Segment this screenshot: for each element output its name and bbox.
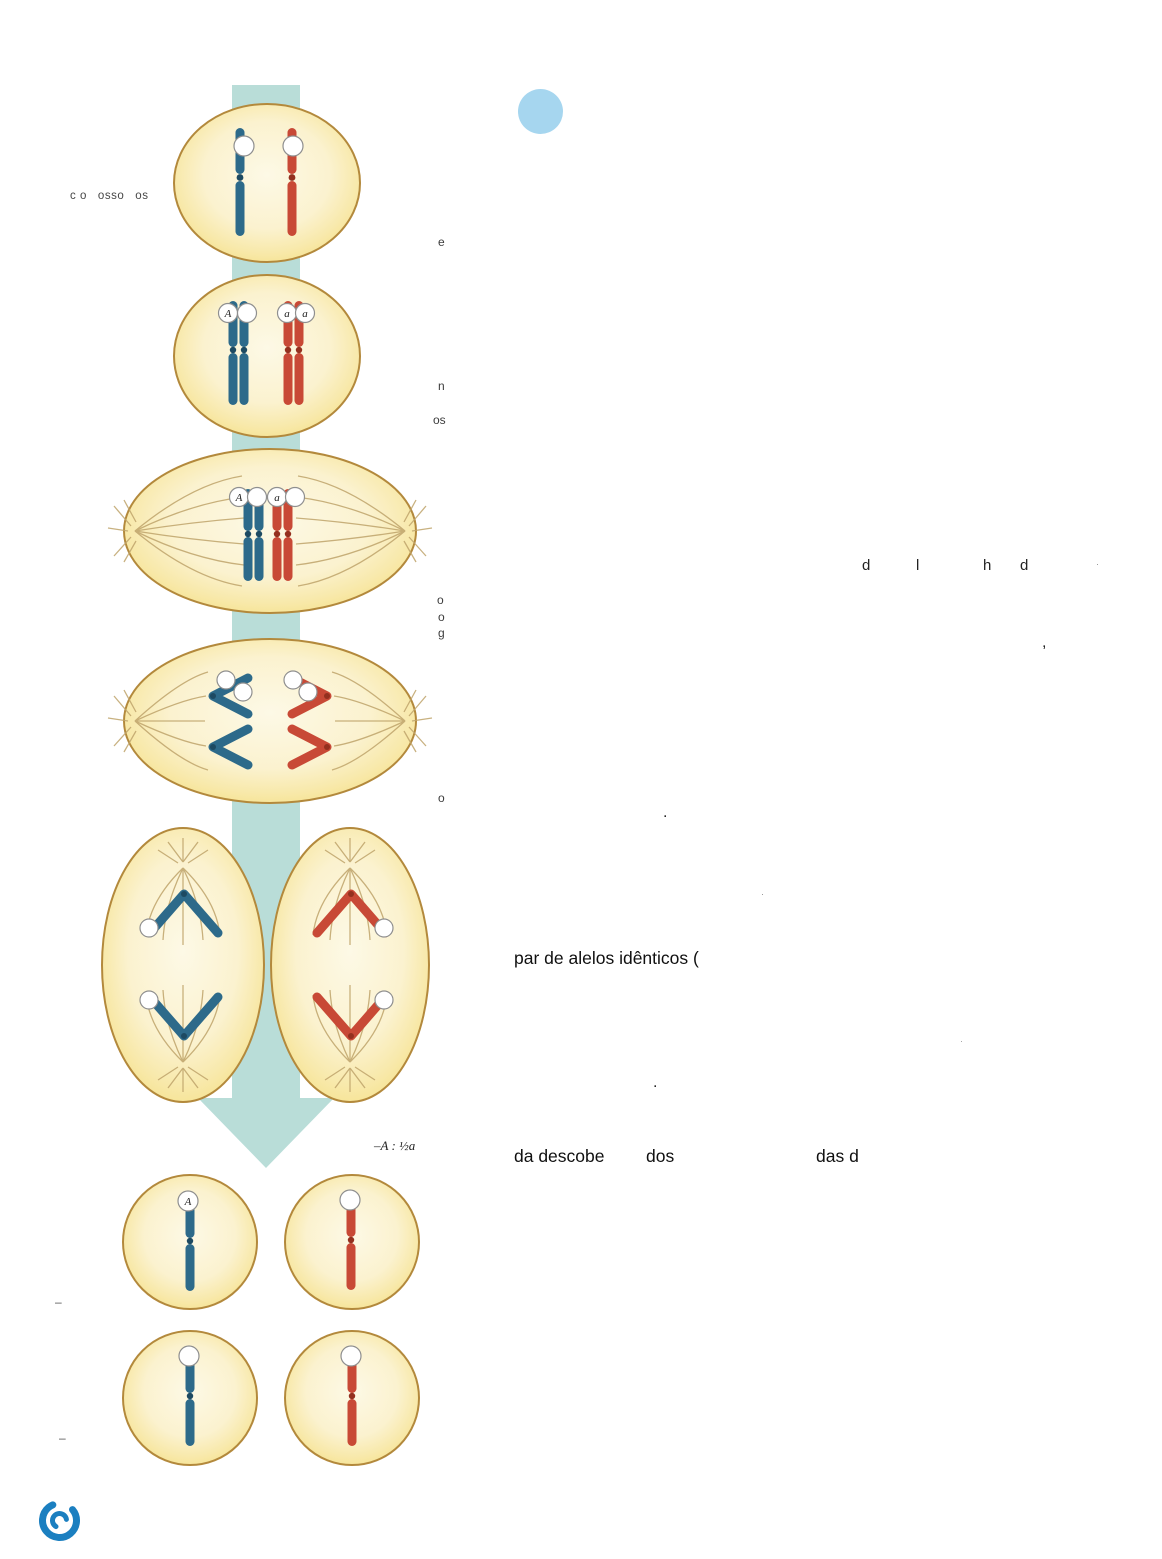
body-text-alelos: par de alelos idênticos ( — [514, 948, 699, 968]
faded-mark: , — [1042, 634, 1047, 651]
section-bullet-dot — [518, 89, 563, 134]
body-text-dos: dos — [646, 1146, 675, 1166]
svg-text:A: A — [184, 1196, 192, 1208]
allele-label — [233, 135, 255, 157]
faded-text-edge: n — [438, 379, 445, 393]
faded-text-edge: o — [438, 610, 445, 624]
svg-text:a: a — [302, 308, 308, 320]
body-text-das: das d — [816, 1146, 859, 1166]
svg-text:a: a — [284, 308, 290, 320]
faded-heading-letter: l — [916, 557, 920, 574]
body-text-descoberta: da descobe — [514, 1146, 605, 1166]
allele-label — [139, 990, 159, 1010]
spindle-fibers — [107, 671, 433, 771]
faded-mark: · — [1096, 559, 1099, 569]
allele-label — [139, 918, 159, 938]
cell-anaphase-1 — [107, 638, 433, 804]
publisher-logo-icon — [39, 1500, 80, 1541]
allele-label: A — [228, 486, 250, 508]
faded-heading-letter: d — [862, 557, 871, 574]
svg-text:a: a — [274, 492, 280, 504]
allele-label — [339, 1189, 361, 1211]
faded-text-edge: e — [438, 235, 445, 249]
faded-heading-letter: d — [1020, 557, 1029, 574]
faded-mark: · — [960, 1036, 963, 1046]
allele-label — [283, 670, 303, 690]
faded-text-edge: o — [437, 593, 444, 607]
faded-text-edge: g — [438, 626, 445, 640]
allele-label — [374, 990, 394, 1010]
faded-dash: – — [59, 1431, 66, 1445]
gamete-cell-1: A — [122, 1174, 258, 1310]
faded-text-edge: o — [438, 791, 445, 805]
faded-mark: · — [761, 889, 764, 899]
faded-mark: . — [653, 1074, 658, 1091]
faded-text-edge: os — [433, 413, 446, 427]
allele-label — [282, 135, 304, 157]
allele-label — [233, 682, 253, 702]
allele-label — [298, 682, 318, 702]
cell-replicated: A a a — [173, 274, 361, 438]
faded-dash: – — [55, 1295, 62, 1309]
allele-label: A — [177, 1190, 199, 1212]
allele-label — [340, 1345, 362, 1367]
cell-homologous-pair — [173, 103, 361, 263]
cell-meiosis2-right — [270, 827, 430, 1103]
cell-meiosis2-left — [101, 827, 265, 1103]
gamete-cell-4 — [284, 1330, 420, 1466]
faded-mark: . — [663, 804, 668, 821]
allele-label: a — [276, 302, 298, 324]
allele-label — [246, 486, 268, 508]
allele-label: a — [294, 302, 316, 324]
allele-label — [236, 302, 258, 324]
gamete-cell-3 — [122, 1330, 258, 1466]
faded-text-left: c o osso os — [70, 190, 149, 202]
faded-heading-letter: h — [983, 557, 992, 574]
allele-label — [216, 670, 236, 690]
svg-text:A: A — [235, 492, 243, 504]
allele-label: A — [217, 302, 239, 324]
allele-label — [178, 1345, 200, 1367]
math-fraction-text: –A : ½a — [374, 1138, 416, 1153]
allele-label — [374, 918, 394, 938]
cell-metaphase-1: A a — [107, 448, 433, 614]
svg-text:A: A — [224, 308, 232, 320]
gamete-cell-2 — [284, 1174, 420, 1310]
allele-label: a — [266, 486, 288, 508]
spindle-fibers — [107, 475, 433, 587]
allele-label — [284, 486, 306, 508]
